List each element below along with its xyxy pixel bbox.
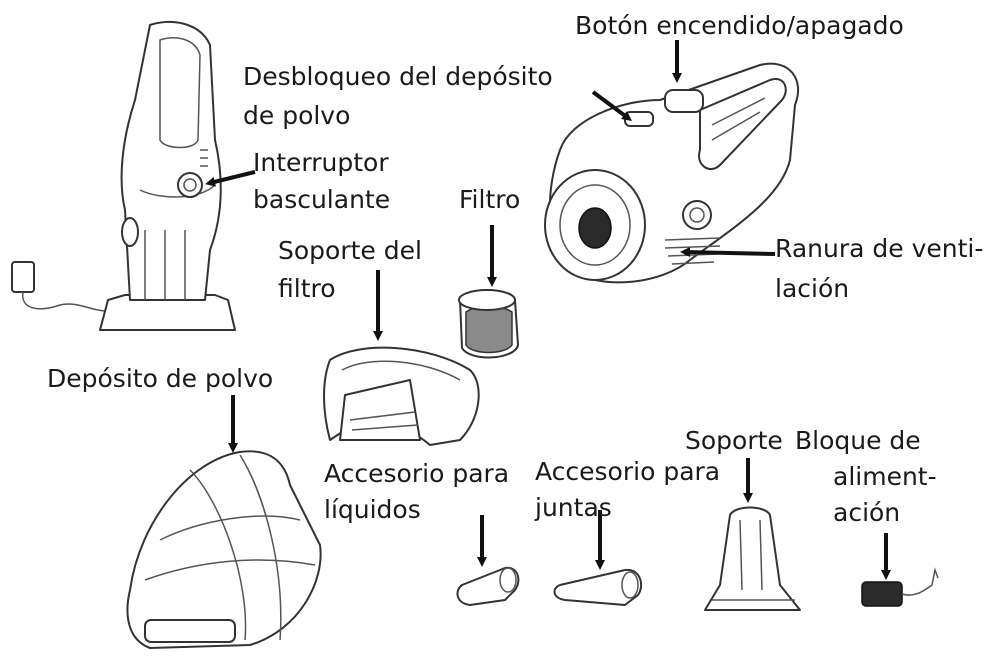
label-dust-unlock-line2: de polvo bbox=[243, 99, 350, 133]
label-stand: Soporte bbox=[685, 424, 783, 458]
label-vent-line1: Ranura de venti- bbox=[775, 232, 983, 266]
liquid-accessory-illustration bbox=[457, 568, 518, 605]
rocker-switch-icon bbox=[178, 173, 202, 197]
dust-container-illustration bbox=[127, 451, 320, 648]
label-filter-holder-line1: Soporte del bbox=[278, 234, 422, 268]
label-power-block-line3: ación bbox=[833, 496, 900, 530]
label-vent-line2: lación bbox=[775, 272, 849, 306]
vacuum-on-stand-illustration bbox=[12, 22, 235, 330]
charger-plug-icon bbox=[12, 262, 34, 292]
arrow-vent bbox=[685, 252, 775, 254]
power-block-illustration bbox=[862, 570, 938, 606]
filter-holder-illustration bbox=[324, 348, 479, 445]
stand-illustration bbox=[705, 508, 800, 611]
label-liquid-line2: líquidos bbox=[324, 493, 421, 527]
label-power-block-line1: Bloque de bbox=[795, 424, 921, 458]
filter-illustration bbox=[459, 290, 518, 357]
power-button-icon bbox=[665, 90, 703, 112]
label-dust-container: Depósito de polvo bbox=[47, 362, 273, 396]
label-crevice-line1: Accesorio para bbox=[535, 455, 720, 489]
label-crevice-line2: juntas bbox=[535, 491, 612, 525]
crevice-accessory-illustration bbox=[555, 570, 642, 605]
label-dust-unlock-line1: Desbloqueo del depósito bbox=[243, 60, 553, 94]
label-filter: Filtro bbox=[459, 183, 520, 217]
crevice-accessory-body bbox=[555, 570, 642, 605]
dust-container-body bbox=[127, 451, 320, 648]
label-liquid-line1: Accesorio para bbox=[324, 457, 509, 491]
label-filter-holder-line2: filtro bbox=[278, 272, 336, 306]
dust-unlock-icon bbox=[625, 112, 653, 126]
power-block-adapter bbox=[862, 582, 902, 606]
charger-cable bbox=[23, 292, 118, 311]
label-power-block-line2: aliment- bbox=[833, 460, 937, 494]
label-rocker-line1: Interruptor bbox=[253, 146, 389, 180]
stand-body bbox=[705, 508, 800, 611]
label-rocker-line2: basculante bbox=[253, 183, 390, 217]
liquid-accessory-body bbox=[457, 568, 518, 605]
handheld-vacuum-illustration bbox=[545, 64, 798, 283]
label-power-button: Botón encendido/apagado bbox=[575, 9, 904, 43]
vacuum-body bbox=[122, 22, 221, 300]
